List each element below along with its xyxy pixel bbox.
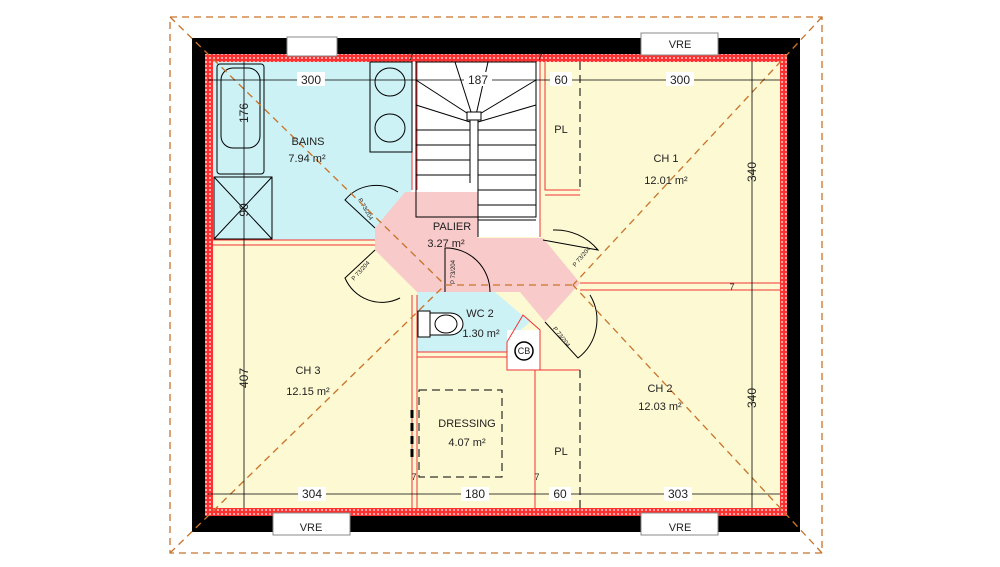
room-area: 4.07 m² (448, 437, 486, 449)
windows (272, 32, 719, 536)
dimension-label: 300 (301, 73, 321, 87)
cb-icon: CB (514, 341, 534, 361)
room-palier (375, 192, 580, 322)
room-name: DRESSING (438, 418, 495, 430)
dimension-label: 303 (668, 487, 688, 501)
room-labels: BAINS 7.94 m² PALIER 3.27 m² CH 1 12.01 … (286, 124, 688, 458)
dimension-label: 60 (554, 73, 568, 87)
room-area: 12.15 m² (286, 386, 330, 398)
room-area: 12.01 m² (644, 175, 688, 187)
wall-thickness-label: 7 (729, 282, 734, 292)
room-area: 1.30 m² (462, 328, 500, 340)
door-label: P 73/204 (451, 259, 457, 284)
dimension-label: 340 (745, 162, 759, 182)
room-name: WC 2 (466, 308, 494, 320)
room-name: BAINS (291, 136, 324, 148)
wall-thickness-label: 7 (537, 52, 542, 62)
dimension-label: 180 (465, 487, 485, 501)
window-label: VRE (669, 522, 692, 534)
dimension-label: 407 (237, 368, 251, 388)
room-area: 12.03 m² (638, 401, 682, 413)
dimension-label: 176 (237, 103, 251, 123)
room-name: PL (554, 446, 567, 458)
room-area: 3.27 m² (427, 238, 465, 250)
toilet (417, 310, 464, 338)
wall-thickness-label: 7 (408, 52, 413, 62)
sinks (369, 61, 413, 153)
room-name: CH 2 (647, 383, 672, 395)
room-name: PALIER (433, 221, 471, 233)
dimension-label: 60 (553, 487, 567, 501)
room-area: 7.94 m² (288, 153, 326, 165)
dimension-label: 340 (745, 388, 759, 408)
dimension-label: 90 (237, 203, 251, 217)
wall-thickness-label: 7 (534, 472, 539, 482)
dimension-label: 304 (302, 487, 322, 501)
svg-text:CB: CB (518, 346, 531, 356)
stair-treads (415, 61, 537, 237)
window-label: VRE (300, 522, 323, 534)
room-name: CH 3 (295, 365, 320, 377)
doors (344, 184, 600, 359)
wall-thickness-label: 7 (411, 472, 416, 482)
shower (213, 176, 273, 240)
roof-outline (169, 16, 823, 554)
room-name: CH 1 (653, 153, 678, 165)
bathtub (216, 63, 265, 175)
dimension-label: 187 (468, 73, 488, 87)
dashed-outlines (410, 62, 581, 508)
room-wc2 (417, 292, 530, 352)
room-bains (213, 62, 412, 240)
window-label: VRE (669, 39, 692, 51)
dimension-label: 300 (670, 73, 690, 87)
room-name: PL (554, 124, 567, 136)
